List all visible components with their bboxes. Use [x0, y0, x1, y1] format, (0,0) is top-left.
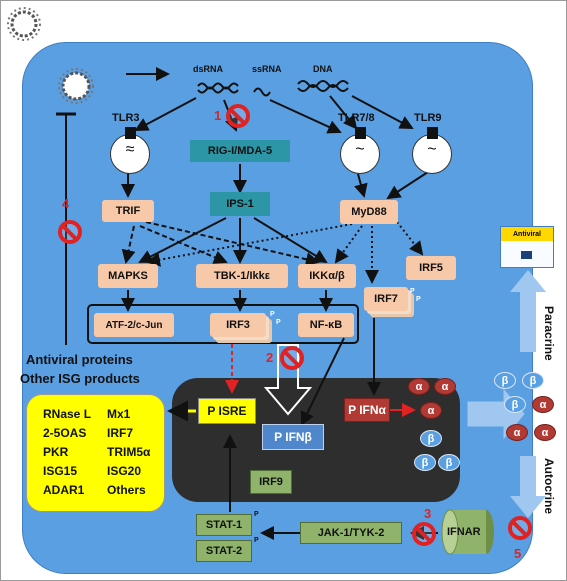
- prohibition-icon: [58, 220, 82, 244]
- isg-list-left: RNase L 2-5OAS PKR ISG15 ADAR1: [43, 405, 91, 500]
- step-5: 5: [514, 546, 522, 561]
- isg-gene: Others: [107, 483, 146, 497]
- ifnb-promoter: P IFNβ: [262, 424, 324, 450]
- paracrine-label: Paracrine: [542, 306, 556, 361]
- antiviral-badge-label: Antiviral: [501, 227, 553, 241]
- isg-gene: Mx1: [107, 407, 131, 421]
- ifn-beta: β: [438, 454, 460, 471]
- rig-i-mda5-box: RIG-I/MDA-5: [190, 140, 290, 162]
- phospho-mark: P: [254, 511, 259, 518]
- ifn-alpha: α: [506, 424, 528, 441]
- ifn-alpha: α: [408, 378, 430, 395]
- stat1-box: STAT-1: [196, 514, 252, 536]
- virus-icon: [58, 68, 94, 104]
- ifn-alpha: α: [434, 378, 456, 395]
- isg-products-label: Other ISG products: [20, 371, 140, 386]
- ifnar-label: IFNAR: [447, 526, 481, 538]
- isg-gene: TRIM5α: [107, 445, 151, 459]
- isg-gene-box: RNase L 2-5OAS PKR ISG15 ADAR1 Mx1 IRF7 …: [26, 394, 165, 512]
- autocrine-label: Autocrine: [542, 458, 556, 515]
- step-2: 2: [266, 350, 274, 365]
- antiviral-proteins-label: Antiviral proteins: [26, 352, 133, 367]
- nfkb-box: NF-κB: [298, 313, 354, 337]
- mapks-box: MAPKS: [98, 264, 158, 288]
- tlr3-receptor: ≈: [110, 127, 150, 174]
- isg-gene: ISG20: [107, 464, 142, 478]
- isg-gene: IRF7: [107, 426, 134, 440]
- ips1-box: IPS-1: [210, 192, 270, 216]
- phospho-mark: P: [276, 319, 281, 326]
- phospho-mark: P: [416, 296, 421, 303]
- tlr9-label: TLR9: [414, 112, 442, 124]
- step-4: 4: [62, 196, 70, 211]
- ifn-alpha: α: [534, 424, 556, 441]
- ifn-alpha: α: [420, 402, 442, 419]
- dna-icon: ~: [427, 141, 437, 158]
- irf9-box: IRF9: [250, 470, 292, 494]
- ifn-beta: β: [494, 372, 516, 389]
- ssrna-icon: ~: [355, 141, 365, 158]
- antiviral-state-icon: Antiviral: [500, 226, 554, 268]
- jak1-tyk2-box: JAK-1/TYK-2: [300, 522, 402, 544]
- atf2-cjun-box: ATF-2/c-Jun: [94, 313, 174, 337]
- prohibition-icon: [412, 522, 436, 546]
- tlr9-receptor: ~: [412, 127, 452, 174]
- tlr78-label: TLR7/8: [338, 112, 375, 124]
- ifn-alpha: α: [532, 396, 554, 413]
- isg-gene: RNase L: [43, 407, 92, 421]
- ifn-beta: β: [420, 430, 442, 447]
- irf3-box: IRF3: [210, 313, 266, 337]
- ifn-beta: β: [504, 396, 526, 413]
- tbk1-ikke-box: TBK-1/Ikkε: [196, 264, 288, 288]
- isg-gene: PKR: [43, 445, 69, 459]
- isg-gene: ISG15: [43, 464, 78, 478]
- tlr78-receptor: ~: [340, 127, 380, 174]
- irf5-box: IRF5: [406, 256, 456, 280]
- ifna-promoter: P IFNα: [344, 398, 390, 422]
- tlr3-label: TLR3: [112, 112, 140, 124]
- ifn-beta: β: [414, 454, 436, 471]
- prohibition-icon: [508, 516, 532, 540]
- ikk-ab-box: IKKα/β: [298, 264, 356, 288]
- irf7-box: IRF7: [364, 287, 408, 311]
- ssrna-label: ssRNA: [252, 64, 282, 74]
- dsrna-label: dsRNA: [193, 64, 224, 74]
- myd88-box: MyD88: [340, 200, 398, 224]
- isg-gene: ADAR1: [43, 483, 85, 497]
- dna-label: DNA: [313, 64, 333, 74]
- phospho-mark: P: [254, 537, 259, 544]
- virus-icon: [7, 7, 41, 41]
- step-3: 3: [424, 506, 432, 521]
- isg-gene: 2-5OAS: [43, 426, 87, 440]
- phospho-mark: P: [410, 288, 415, 295]
- trif-box: TRIF: [102, 200, 154, 222]
- step-1: 1: [214, 108, 222, 123]
- prohibition-icon: [226, 104, 250, 128]
- isg-list-right: Mx1 IRF7 TRIM5α ISG20 Others: [107, 405, 150, 500]
- ifn-beta: β: [522, 372, 544, 389]
- prohibition-icon: [280, 346, 304, 370]
- stat2-box: STAT-2: [196, 540, 252, 562]
- isre-promoter: P ISRE: [198, 398, 256, 424]
- phospho-mark: P: [270, 311, 275, 318]
- dsrna-icon: ≈: [125, 141, 135, 158]
